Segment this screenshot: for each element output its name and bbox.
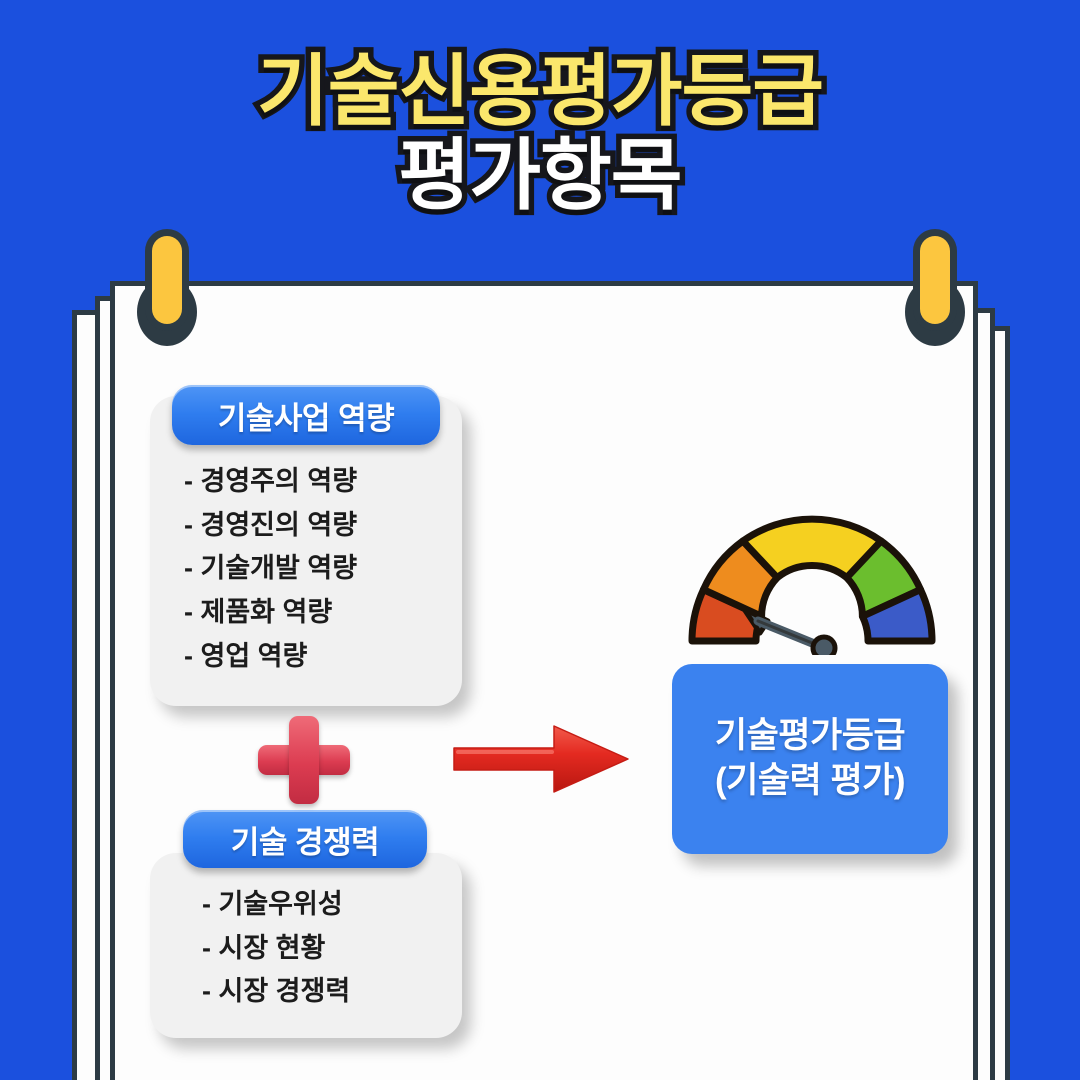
result-line-2: (기술력 평가) xyxy=(714,761,906,800)
card-2-header-pill: 기술 경쟁력 xyxy=(183,810,427,868)
result-grade-box: 기술평가등급 (기술력 평가) xyxy=(672,664,948,854)
card-tech-business-capability: - 경영주의 역량 - 경영진의 역량 - 기술개발 역량 - 제품화 역량 -… xyxy=(150,396,462,706)
card-2-list: - 기술우위성 - 시장 현황 - 시장 경쟁력 xyxy=(202,883,462,1014)
list-item: - 경영진의 역량 xyxy=(184,509,358,540)
title-line-1: 기술신용평가등급 xyxy=(251,46,829,136)
result-line-1: 기술평가등급 xyxy=(714,716,906,756)
title-line-2: 평가항목 xyxy=(393,130,688,220)
list-item: - 제품화 역량 xyxy=(184,597,333,628)
list-item: - 기술우위성 xyxy=(202,889,343,919)
plus-icon xyxy=(258,716,350,804)
list-item: - 영업 역량 xyxy=(184,640,308,671)
list-item: - 시장 현황 xyxy=(202,932,326,963)
plus-vertical-bar xyxy=(289,716,319,804)
list-item: - 기술개발 역량 xyxy=(184,553,358,584)
card-1-list: - 경영주의 역량 - 경영진의 역량 - 기술개발 역량 - 제품화 역량 -… xyxy=(184,460,462,679)
clip-right-bar xyxy=(920,236,950,324)
gauge-meter-icon xyxy=(684,505,940,662)
card-tech-competitiveness: - 기술우위성 - 시장 현황 - 시장 경쟁력 xyxy=(150,853,462,1038)
card-1-header-pill: 기술사업 역량 xyxy=(172,385,440,445)
clip-right-icon xyxy=(905,236,965,346)
arrow-right-icon xyxy=(452,722,630,796)
list-item: - 경영주의 역량 xyxy=(184,466,358,496)
list-item: - 시장 경쟁력 xyxy=(202,976,351,1007)
gauge-needle xyxy=(741,606,838,662)
clip-left-icon xyxy=(137,236,197,346)
clip-left-bar xyxy=(152,236,182,324)
page-title: 기술신용평가등급 평가항목 xyxy=(0,46,1080,220)
